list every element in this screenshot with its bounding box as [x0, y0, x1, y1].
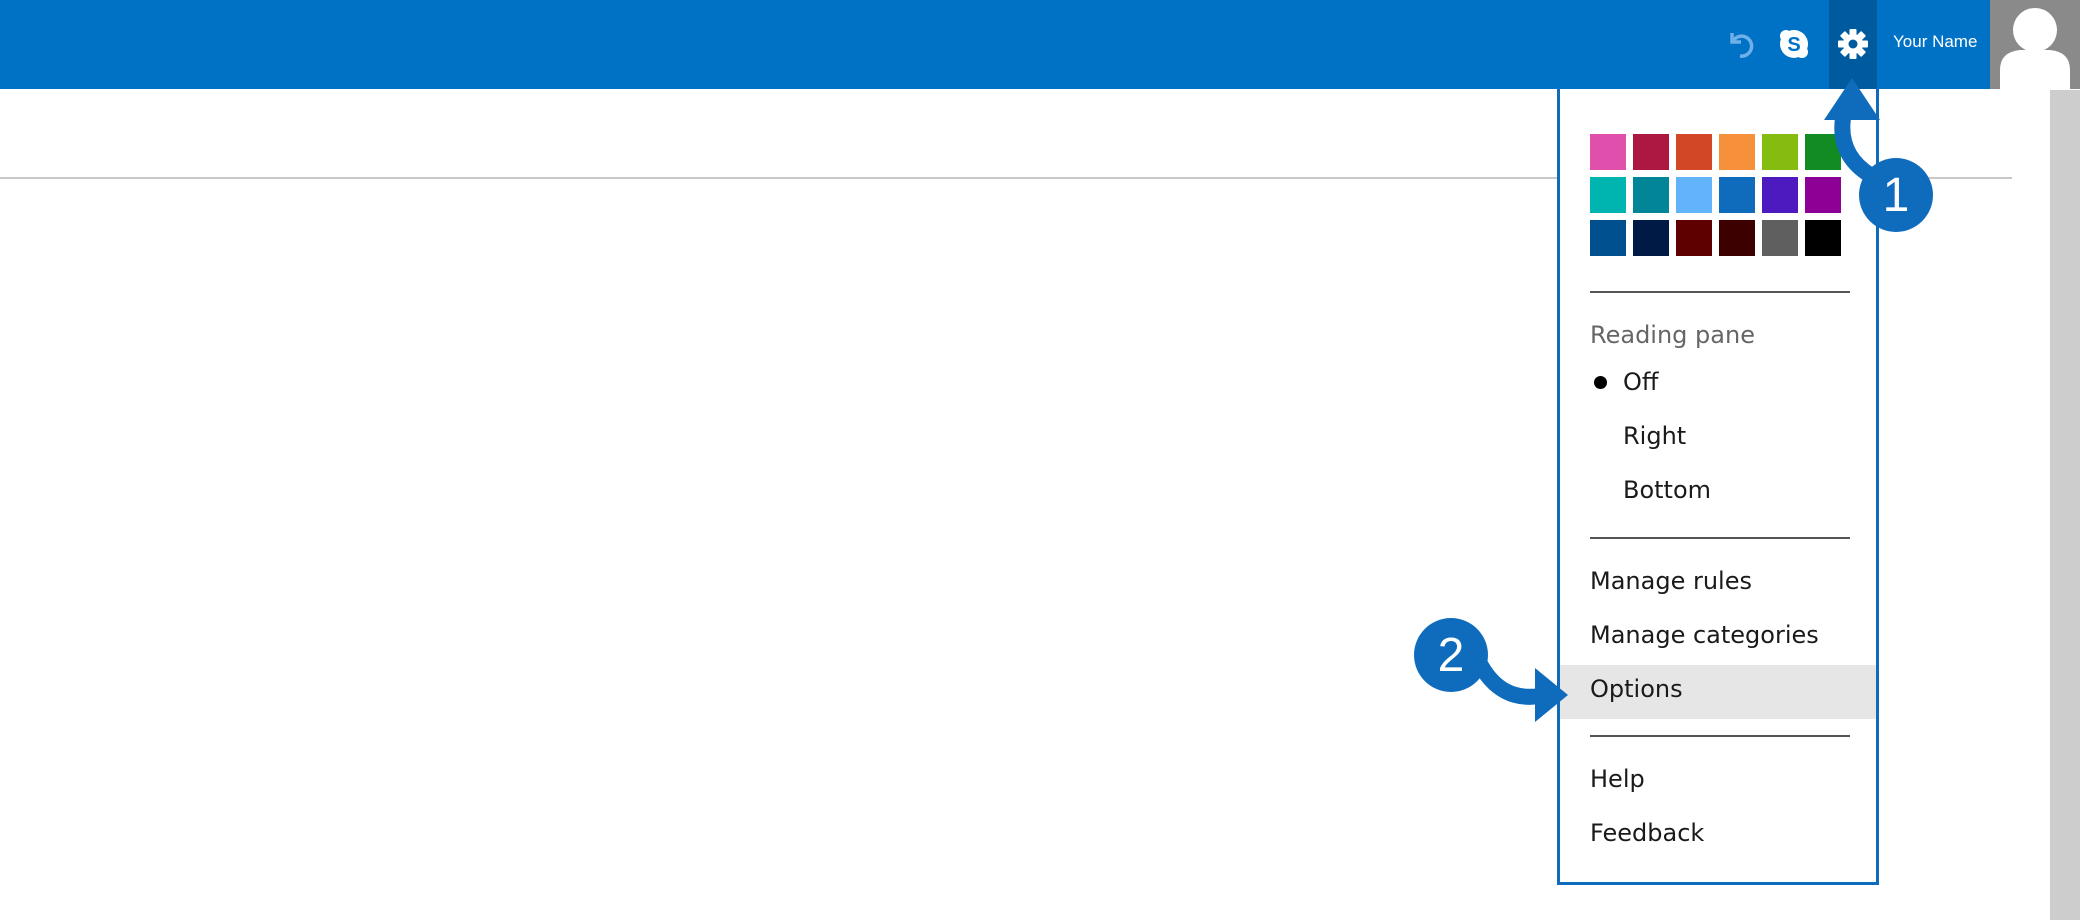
- callout-step-1: 1: [1859, 158, 1933, 232]
- gear-icon[interactable]: [1831, 22, 1875, 66]
- theme-swatch[interactable]: [1805, 134, 1841, 170]
- theme-swatch[interactable]: [1762, 134, 1798, 170]
- menu-item-options[interactable]: Options: [1590, 675, 1683, 703]
- callout-step-2: 2: [1414, 618, 1488, 692]
- theme-swatches: [1590, 134, 1841, 256]
- reading-pane-bottom[interactable]: Bottom: [1623, 476, 1712, 504]
- divider-line: [0, 177, 2012, 179]
- user-name[interactable]: Your Name: [1893, 32, 1978, 51]
- theme-swatch[interactable]: [1676, 134, 1712, 170]
- menu-item-options-highlight[interactable]: [1560, 665, 1876, 719]
- theme-swatch[interactable]: [1633, 220, 1669, 256]
- theme-swatch[interactable]: [1676, 220, 1712, 256]
- menu-divider: [1590, 537, 1850, 539]
- theme-swatch[interactable]: [1633, 134, 1669, 170]
- top-bar: S Your Name: [0, 0, 2080, 89]
- menu-divider: [1590, 735, 1850, 737]
- settings-menu: Reading pane Off Right Bottom Manage rul…: [1557, 89, 1879, 885]
- theme-swatch[interactable]: [1633, 177, 1669, 213]
- theme-swatch[interactable]: [1762, 177, 1798, 213]
- radio-selected-dot: [1594, 376, 1607, 389]
- menu-item-feedback[interactable]: Feedback: [1590, 819, 1705, 847]
- scrollbar[interactable]: [2050, 90, 2080, 920]
- reading-pane-right[interactable]: Right: [1623, 422, 1687, 450]
- menu-item-manage-categories[interactable]: Manage categories: [1590, 621, 1819, 649]
- skype-icon[interactable]: S: [1772, 22, 1816, 66]
- avatar[interactable]: [1990, 0, 2080, 89]
- theme-swatch[interactable]: [1719, 177, 1755, 213]
- svg-text:S: S: [1787, 34, 1800, 56]
- theme-swatch[interactable]: [1762, 220, 1798, 256]
- theme-swatch[interactable]: [1805, 177, 1841, 213]
- theme-swatch[interactable]: [1590, 177, 1626, 213]
- theme-swatch[interactable]: [1719, 220, 1755, 256]
- menu-item-help[interactable]: Help: [1590, 765, 1645, 793]
- theme-swatch[interactable]: [1719, 134, 1755, 170]
- menu-divider: [1590, 291, 1850, 293]
- theme-swatch[interactable]: [1805, 220, 1841, 256]
- theme-swatch[interactable]: [1676, 177, 1712, 213]
- reading-pane-label: Reading pane: [1590, 321, 1755, 349]
- theme-swatch[interactable]: [1590, 134, 1626, 170]
- menu-item-manage-rules[interactable]: Manage rules: [1590, 567, 1752, 595]
- theme-swatch[interactable]: [1590, 220, 1626, 256]
- reading-pane-off[interactable]: Off: [1623, 368, 1659, 396]
- undo-icon[interactable]: [1719, 22, 1763, 66]
